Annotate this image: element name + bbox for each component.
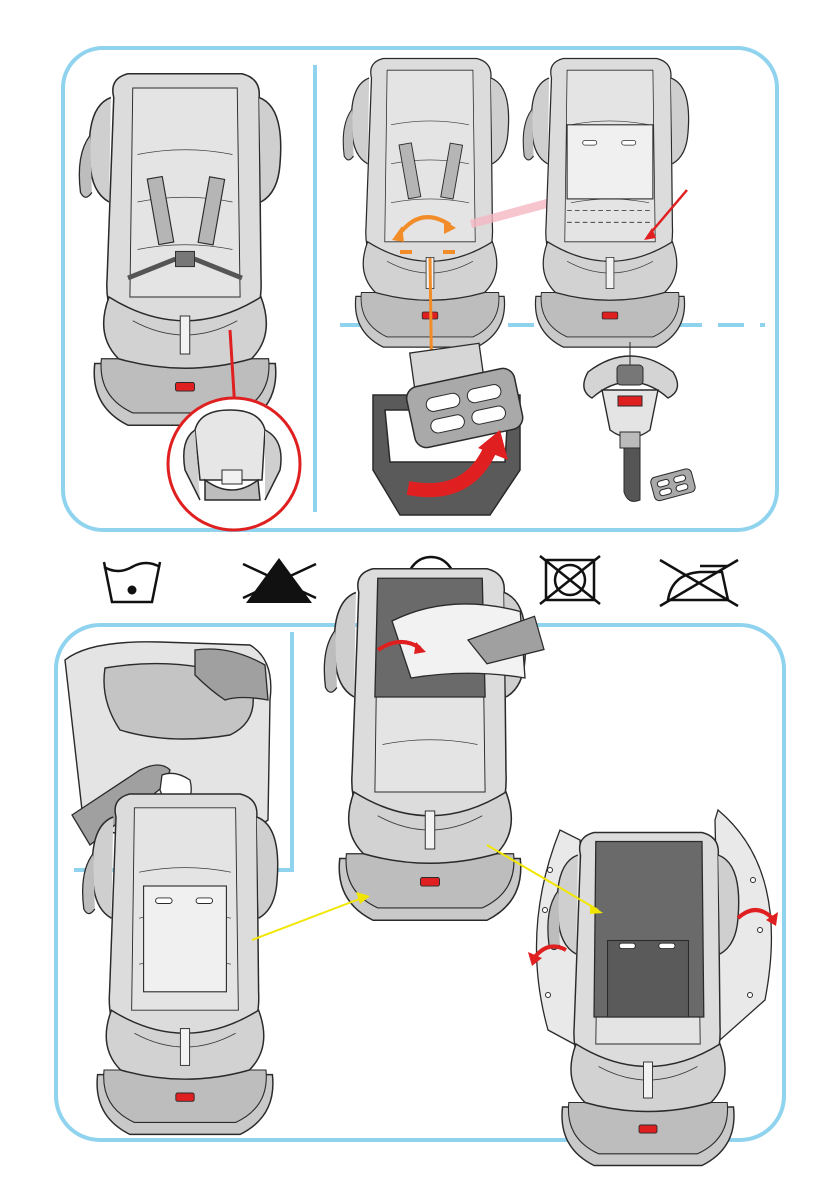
cover-lift-illustration — [523, 59, 688, 348]
seat-with-harness-illustration — [79, 74, 280, 426]
no-iron-icon — [660, 560, 738, 606]
seat-without-cover-illustration — [83, 794, 278, 1134]
buckle-pad-illustration — [584, 342, 697, 502]
unfold-side-covers-illustration — [536, 810, 771, 1166]
no-tumble-dry-icon — [540, 556, 600, 604]
harness-open-illustration — [343, 59, 508, 348]
remove-seat-cover-illustration — [324, 569, 544, 921]
buckle-pocket-illustration — [373, 343, 525, 515]
wash-30-icon — [104, 562, 160, 602]
no-bleach-icon — [243, 558, 316, 603]
